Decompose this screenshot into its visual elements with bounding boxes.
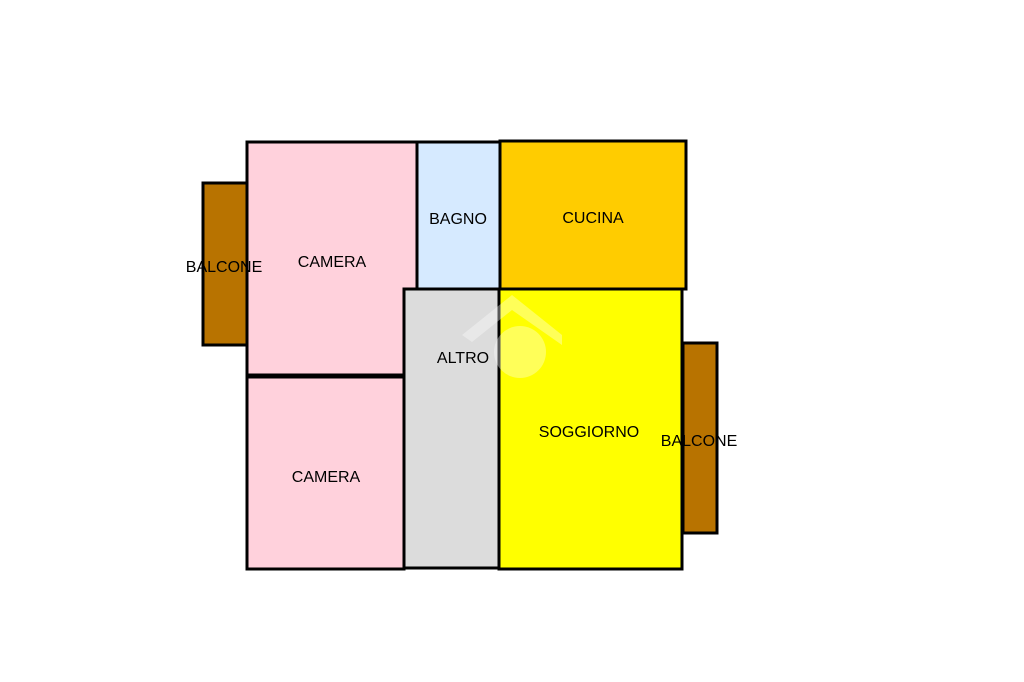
altro-label: ALTRO xyxy=(437,350,489,367)
camera-top-label: CAMERA xyxy=(298,254,367,271)
bagno-label: BAGNO xyxy=(429,211,487,228)
balcone-left-label: BALCONE xyxy=(186,259,262,276)
room-balcone-right-shape xyxy=(681,341,719,535)
room-soggiorno xyxy=(497,287,684,571)
room-balcone-right xyxy=(681,341,719,535)
cucina-label: CUCINA xyxy=(562,210,624,227)
room-soggiorno-shape xyxy=(497,287,684,571)
balcone-right-label: BALCONE xyxy=(661,433,737,450)
brand-logo-icon xyxy=(462,295,562,378)
room-camera-top xyxy=(245,140,419,377)
room-balcone-left-shape xyxy=(201,181,249,347)
room-camera-bottom-shape xyxy=(245,375,406,571)
room-camera-top-shape xyxy=(245,140,419,377)
room-balcone-left xyxy=(201,181,249,347)
soggiorno-label: SOGGIORNO xyxy=(539,424,639,441)
room-camera-bottom xyxy=(245,375,406,571)
camera-bottom-label: CAMERA xyxy=(292,469,361,486)
